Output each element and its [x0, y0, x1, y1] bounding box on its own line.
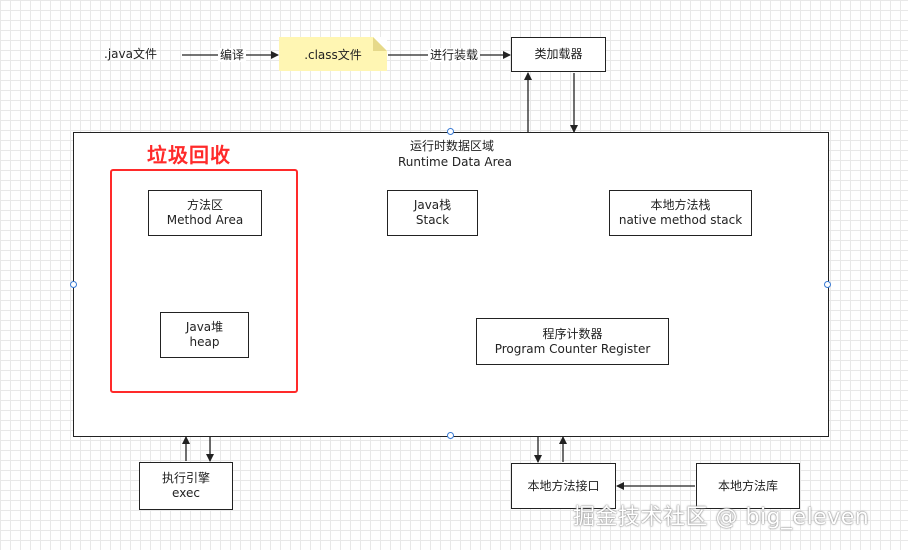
exec-engine-cn: 执行引擎 — [161, 471, 210, 485]
method-area-cn: 方法区 — [186, 198, 223, 212]
method-area-box[interactable]: 方法区 Method Area — [148, 190, 262, 236]
resize-handle-left[interactable] — [70, 281, 77, 288]
gc-region[interactable] — [110, 169, 298, 393]
java-heap-box[interactable]: Java堆 heap — [160, 312, 249, 358]
native-stack-en: native method stack — [618, 213, 743, 227]
resize-handle-right[interactable] — [824, 281, 831, 288]
runtime-title-cn: 运行时数据区域 — [409, 139, 494, 153]
class-file-label: .class文件 — [304, 47, 362, 62]
compile-label: 编译 — [218, 48, 247, 62]
method-area-en: Method Area — [166, 213, 244, 227]
native-library-label: 本地方法库 — [717, 478, 778, 493]
native-library-box[interactable]: 本地方法库 — [696, 463, 800, 509]
load-label: 进行装载 — [428, 48, 481, 62]
class-file-note[interactable]: .class文件 — [279, 37, 387, 71]
note-fold-icon — [373, 37, 387, 51]
pc-register-en: Program Counter Register — [494, 341, 651, 356]
java-stack-box[interactable]: Java栈 Stack — [387, 190, 478, 236]
class-loader-label: 类加载器 — [534, 47, 583, 61]
exec-engine-en: exec — [172, 486, 200, 500]
native-stack-box[interactable]: 本地方法栈 native method stack — [609, 190, 752, 236]
native-stack-cn: 本地方法栈 — [650, 198, 711, 212]
exec-engine-box[interactable]: 执行引擎 exec — [139, 462, 233, 510]
java-file-label: .java文件 — [104, 47, 157, 61]
runtime-title-en: Runtime Data Area — [398, 155, 513, 169]
java-heap-cn: Java堆 — [185, 320, 224, 334]
native-interface-box[interactable]: 本地方法接口 — [511, 463, 616, 509]
java-stack-cn: Java栈 — [413, 198, 452, 212]
resize-handle-bottom[interactable] — [447, 432, 454, 439]
class-loader-box[interactable]: 类加载器 — [511, 37, 606, 72]
java-heap-en: heap — [189, 335, 220, 349]
java-stack-en: Stack — [415, 213, 450, 227]
native-interface-label: 本地方法接口 — [527, 478, 600, 493]
pc-register-box[interactable]: 程序计数器 Program Counter Register — [476, 318, 669, 365]
resize-handle-top[interactable] — [447, 128, 454, 135]
watermark: 掘金技术社区 @ big_eleven — [573, 505, 870, 530]
gc-title: 垃圾回收 — [147, 143, 231, 167]
pc-register-cn: 程序计数器 — [542, 326, 603, 341]
